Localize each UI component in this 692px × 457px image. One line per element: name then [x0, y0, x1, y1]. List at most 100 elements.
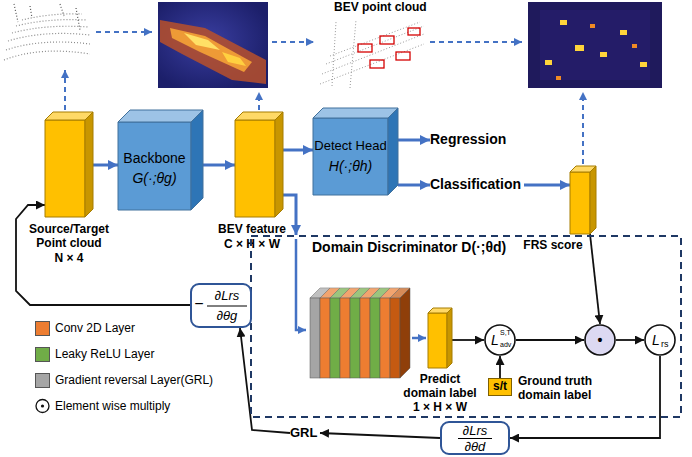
legend-text: Leaky ReLU Layer	[55, 346, 154, 362]
bev-point-cloud-image-part	[358, 28, 420, 68]
detect-head-box-outline-part	[388, 108, 398, 195]
flow-connector	[93, 164, 118, 167]
frs-score-heatmap-image-part-part	[575, 45, 584, 51]
domain-label-block-outline-part	[447, 308, 452, 368]
node-text: GRL	[290, 425, 317, 440]
stack-flow-arrow-part	[296, 239, 306, 330]
discriminator-layer-stack-part	[390, 298, 400, 378]
point-cloud-image-part	[14, 4, 18, 22]
bev-point-cloud-image-part-part	[380, 36, 394, 44]
bev-point-cloud-image-part-part	[330, 22, 420, 56]
bev-heatmap-image	[158, 2, 268, 88]
discriminator-layer-stack-part	[360, 298, 370, 378]
grl-label: GRL	[290, 425, 320, 440]
gradient-fraction-box: ∂Lrs∂θd	[440, 421, 510, 455]
node-text: N × 4	[25, 251, 113, 265]
node-text: ∂θg	[206, 308, 248, 323]
frs-score-heatmap-image-part-part	[620, 30, 627, 35]
frs-score-block-outline-part	[570, 172, 590, 234]
point-cloud-image-part	[8, 33, 90, 41]
domain-discriminator-region: Domain Discriminator D(·;θd) Predict doma…	[250, 235, 682, 418]
flow-connector	[320, 433, 440, 438]
node-text: H(·;θh)	[313, 158, 388, 174]
bev-heatmap-image-part	[158, 2, 268, 88]
domain-label-box-outline-part	[489, 379, 512, 396]
domain-label-block-outline-part	[428, 313, 447, 368]
gradient-fraction-box-outline-part	[458, 438, 492, 439]
point-cloud-image-part	[22, 14, 82, 20]
point-cloud-image-part	[16, 20, 86, 26]
frs-score-heatmap-image-part	[528, 2, 662, 88]
bev-feature-block: BEV featureC × H × W	[235, 112, 283, 217]
node-text: Domain Discriminator D(·;θd)	[312, 239, 642, 255]
bev-point-cloud-image-part	[318, 16, 426, 88]
bev-point-cloud-image-part-part	[320, 44, 424, 84]
flow-connector	[16, 205, 190, 305]
legend-swatch	[35, 373, 50, 388]
input-point-cloud-block-outline-part	[85, 112, 93, 217]
frs-score-heatmap-image-part-part	[590, 24, 595, 28]
point-cloud-image-part	[4, 51, 90, 60]
node-text: L	[651, 332, 661, 348]
bev-feature-block-outline	[235, 112, 283, 217]
point-cloud-image-part	[30, 6, 32, 18]
gradient-fraction-box-outline-part	[191, 284, 251, 327]
node-text: Predict domain label	[398, 372, 482, 400]
bev-heatmap-image-part	[184, 33, 220, 50]
adversarial-loss-circle-outline-part	[485, 325, 515, 355]
frs-score-heatmap-image-part-part	[632, 44, 637, 48]
flow-connector	[203, 164, 235, 167]
frs-score-heatmap-image-part	[545, 20, 647, 67]
frs-score-heatmap-image-part-part	[545, 60, 552, 65]
gradient-fraction-box-outline-part	[441, 422, 509, 454]
node-text: Detect Head	[313, 138, 388, 153]
legend-swatch	[35, 347, 50, 362]
flow-connector	[398, 184, 430, 187]
dashed-flow-arrow-part	[96, 31, 152, 33]
flow-connector	[510, 356, 660, 438]
gradient-fraction-box: −∂Lrs∂θg	[190, 283, 252, 328]
bev-feature-block-outline-part	[275, 112, 283, 217]
frs-score-heatmap-image-part-part	[600, 52, 607, 57]
node-text: G(·;θg)	[118, 170, 191, 186]
bev-point-cloud-image-part	[320, 20, 424, 88]
adversarial-loss-circle-outline	[484, 324, 516, 356]
flow-connector	[616, 339, 644, 341]
gradient-fraction-box-outline-part	[207, 306, 247, 307]
dashed-flow-arrow-part	[272, 41, 314, 43]
flow-connector	[283, 149, 313, 152]
backbone-box: BackboneG(·;θg)	[118, 110, 203, 210]
legend-text: Conv 2D Layer	[55, 320, 135, 336]
legend-swatch	[35, 321, 50, 336]
bev-point-cloud-image-part-part	[396, 52, 410, 60]
frs-score-block-outline-part	[590, 166, 596, 234]
legend-text: Element wise multiply	[55, 398, 170, 414]
dashed-flow-arrow-part	[64, 70, 66, 110]
flow-connector	[590, 234, 600, 324]
frs-score-block-outline	[570, 166, 596, 234]
node-text: ∂Lrs	[206, 288, 248, 303]
multiply-circle: •	[584, 324, 616, 356]
discriminator-layer-stack-part	[350, 298, 360, 378]
frs-score-heatmap-image-part-part	[640, 62, 647, 67]
backbone-box-outline-part	[118, 110, 203, 122]
node-text: BEV feature	[210, 222, 294, 236]
discriminator-layer-stack-part	[310, 298, 320, 378]
detect-head-box-outline-part	[313, 118, 388, 195]
flow-connector	[452, 339, 484, 341]
frs-score-heatmap-image	[528, 2, 662, 88]
frs-score-heatmap-image-part-part	[560, 20, 567, 25]
bev-feature-block-outline-part	[235, 120, 275, 217]
domain-discriminator-region-outline-part	[251, 236, 681, 417]
node-text: S,T	[500, 328, 514, 337]
node-text: ∂Lrs	[440, 423, 510, 438]
discriminator-layer-stack	[310, 288, 410, 378]
node-text: ∂θd	[440, 439, 510, 454]
discriminator-layer-stack-part	[330, 298, 340, 378]
domain-label-block: Predict domain label1 × H × W	[428, 308, 452, 368]
point-cloud-image-part	[12, 26, 88, 33]
legend-symbol	[35, 398, 51, 414]
node-text: L	[490, 332, 500, 348]
backbone-box-outline-part	[118, 122, 191, 210]
node-text: 1 × H × W	[398, 400, 482, 414]
